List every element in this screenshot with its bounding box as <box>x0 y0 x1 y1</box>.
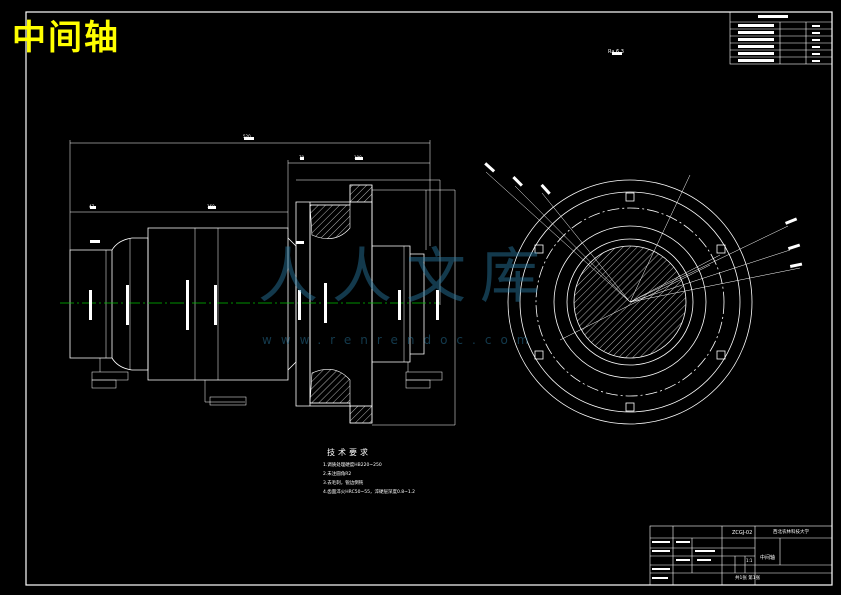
gear-tooth-hatch <box>309 204 351 240</box>
tech-note: 2.未注圆角R2 <box>323 472 352 477</box>
drawing-border <box>25 11 833 586</box>
technical-requirements-list: 1.调质处理硬度HB220~250 2.未注圆角R2 3.去毛刺，锐边倒钝 4.… <box>323 461 415 497</box>
title-block <box>649 525 833 586</box>
bolt-holes <box>534 192 726 412</box>
title-block-scale: 1:1 <box>746 558 753 563</box>
tech-note: 4.齿面淬火HRC50~55，淬硬层深度0.8~1.2 <box>323 490 416 495</box>
technical-requirements-title: 技术要求 <box>327 448 371 457</box>
title-block-sheet: 共1张 第1张 <box>735 576 761 581</box>
dim-overall-length: 520 <box>243 134 251 139</box>
drawing-title: 中间轴 <box>12 18 120 58</box>
hub-hatch-lower <box>349 405 373 424</box>
title-block-part-name: 中间轴 <box>760 555 776 561</box>
dim-section-length: 160 <box>207 204 215 209</box>
tech-note: 3.去毛刺，锐边倒钝 <box>323 481 364 486</box>
revision-table <box>729 11 833 65</box>
watermark-logo-text: 人人文库 <box>258 242 554 312</box>
end-view-leaders <box>485 171 801 341</box>
tolerance-frames <box>91 371 443 406</box>
dim-journal-length: 100 <box>354 155 362 160</box>
watermark-url: www.renrendoc.com <box>262 333 538 347</box>
dim-left-segment: 47 <box>89 204 95 209</box>
surface-roughness-note: Ra 6.3 <box>608 49 624 55</box>
dim-gear-width: 70 <box>299 155 305 160</box>
title-block-drawing-number: ZCGJ-02 <box>732 530 753 536</box>
dimension-lines <box>69 140 456 426</box>
title-block-company: 西北农林科技大学 <box>773 530 809 535</box>
tech-note: 1.调质处理硬度HB220~250 <box>323 463 382 468</box>
gear-tooth-hatch-lower <box>309 368 351 404</box>
hub-hatch-upper <box>349 184 373 203</box>
